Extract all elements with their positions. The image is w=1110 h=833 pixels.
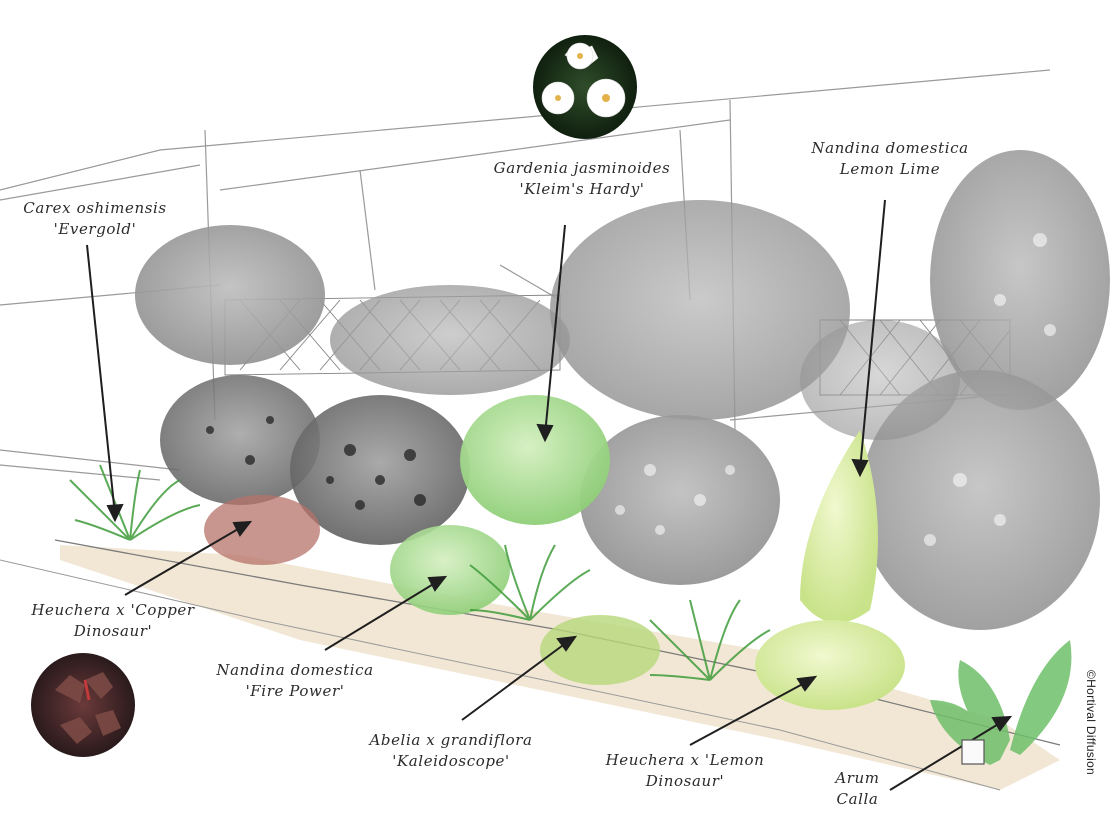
label-heuchera-copper: Heuchera x 'Copper Dinosaur' <box>18 600 208 642</box>
label-nandina-lemon: Nandina domestica Lemon Lime <box>795 138 985 180</box>
label-nandina-lemon-line2: Lemon Lime <box>839 160 941 178</box>
label-heuchera-lemon-line2: Dinosaur' <box>645 772 725 790</box>
green-shrubs <box>390 395 905 710</box>
leader-arrows <box>86 199 1013 791</box>
label-gardenia-line2: 'Kleim's Hardy' <box>519 180 645 198</box>
label-heuchera-lemon-line1: Heuchera x 'Lemon <box>605 751 765 769</box>
copyright-credit: ©Hortival Diffusion <box>1084 670 1098 776</box>
label-carex-line1: Carex oshimensis <box>23 199 167 217</box>
label-arum-line1: Arum <box>835 769 880 787</box>
label-arum: Arum Calla <box>815 768 900 810</box>
label-heuchera-copper-line2: Dinosaur' <box>73 622 153 640</box>
label-nandina-fire-line2: 'Fire Power' <box>245 682 345 700</box>
garden-sign <box>961 739 985 765</box>
bed-edge-front <box>0 559 1001 791</box>
gardenia-photo <box>533 35 637 139</box>
patterned-shrubs <box>160 233 1056 585</box>
label-arum-line2: Calla <box>836 790 879 808</box>
label-nandina-fire: Nandina domestica 'Fire Power' <box>200 660 390 702</box>
label-carex-line2: 'Evergold' <box>53 220 137 238</box>
label-abelia-line1: Abelia x grandiflora <box>369 731 533 749</box>
label-abelia-line2: 'Kaleidoscope' <box>392 752 510 770</box>
heuchera-photo <box>31 653 135 757</box>
background-shrubs <box>135 150 1110 630</box>
label-gardenia: Gardenia jasminoides 'Kleim's Hardy' <box>482 158 682 200</box>
label-abelia: Abelia x grandiflora 'Kaleidoscope' <box>346 730 556 772</box>
grass-clumps <box>69 464 771 681</box>
label-heuchera-lemon: Heuchera x 'Lemon Dinosaur' <box>590 750 780 792</box>
label-heuchera-copper-line1: Heuchera x 'Copper <box>31 601 195 619</box>
label-nandina-lemon-line1: Nandina domestica <box>811 139 969 157</box>
label-nandina-fire-line1: Nandina domestica <box>216 661 374 679</box>
label-gardenia-line1: Gardenia jasminoides <box>493 159 671 177</box>
copper-heuchera-shrub <box>204 495 320 565</box>
label-carex: Carex oshimensis 'Evergold' <box>10 198 180 240</box>
